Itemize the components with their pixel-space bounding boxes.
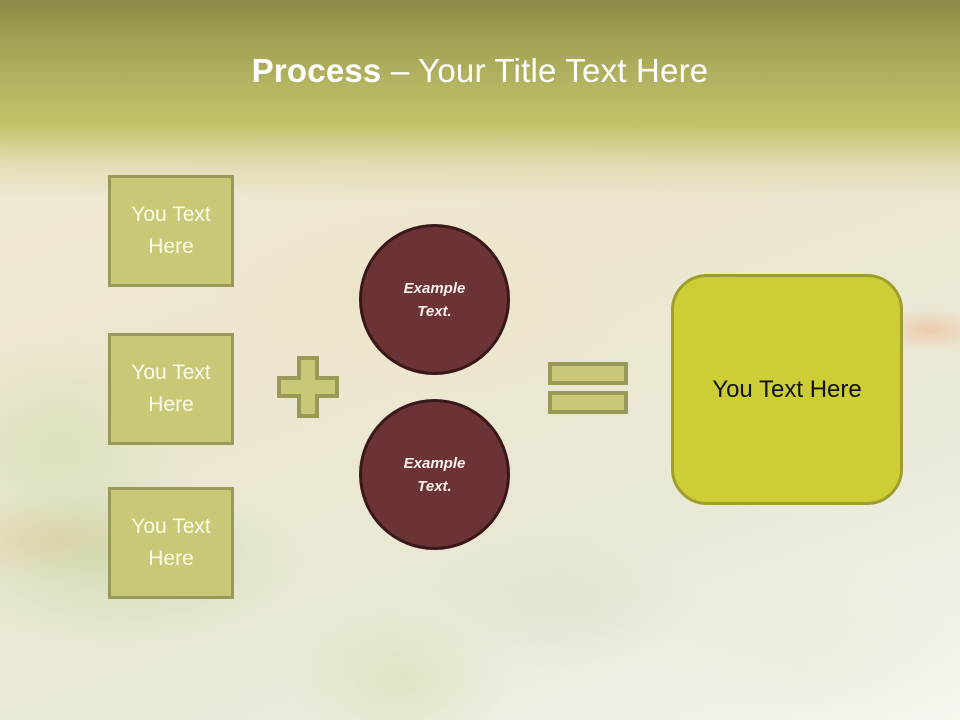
input-box-2[interactable]: You Text Here [108,333,234,445]
plus-icon [277,356,339,418]
equals-icon [548,362,628,414]
input-box-3-label: You Text Here [131,515,211,570]
input-box-3[interactable]: You Text Here [108,487,234,599]
slide-title[interactable]: Process – Your Title Text Here [0,52,960,90]
example-circle-2-label: Example Text. [403,454,466,495]
title-rest-part: – Your Title Text Here [381,52,709,89]
input-box-2-label: You Text Here [131,361,211,416]
example-circle-1[interactable]: Example Text. [359,224,510,375]
result-box-label: You Text Here [712,375,862,403]
input-box-1-label: You Text Here [131,203,211,258]
title-bold-part: Process [251,52,382,89]
title-banner [0,0,960,200]
result-box[interactable]: You Text Here [671,274,903,505]
example-circle-2[interactable]: Example Text. [359,399,510,550]
example-circle-1-label: Example Text. [403,279,466,320]
input-box-1[interactable]: You Text Here [108,175,234,287]
